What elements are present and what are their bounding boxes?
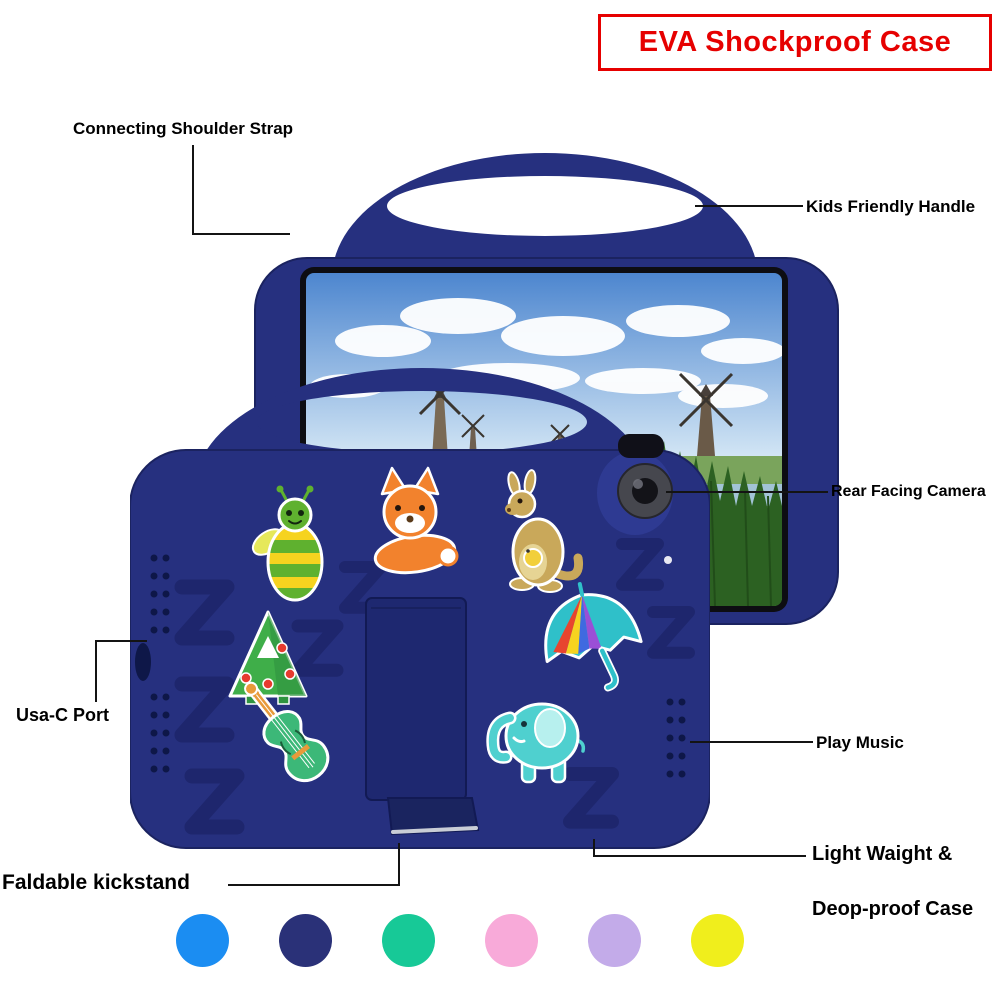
camera-label: Rear Facing Camera: [831, 483, 986, 500]
title-badge: EVA Shockproof Case: [598, 14, 992, 71]
speaker-holes-left-top: [150, 554, 170, 634]
callout-line-strap-vertical: [192, 145, 194, 235]
elephant-charm: [486, 702, 586, 784]
strap-hole-icon: [166, 436, 176, 446]
callout-line-kickstand-horizontal: [228, 884, 400, 886]
violin-charm: [244, 681, 330, 783]
strap-hole-right-icon: [766, 230, 778, 242]
lightweight-label-line2: Deop-proof Case: [812, 898, 974, 920]
color-swatch-navy[interactable]: [279, 914, 332, 967]
usb-c-port-icon: [135, 643, 151, 681]
umbrella-charm: [544, 582, 643, 692]
fox-charm: [373, 466, 459, 575]
color-swatch-blue[interactable]: [176, 914, 229, 967]
callout-line-music: [690, 741, 813, 743]
color-swatch-yellow[interactable]: [691, 914, 744, 967]
color-swatch-purple[interactable]: [588, 914, 641, 967]
kickstand: [365, 597, 480, 836]
callout-line-lightweight-horizontal: [593, 855, 806, 857]
kickstand-label: Faldable kickstand: [2, 871, 190, 894]
case-back-view: [130, 368, 710, 849]
callout-line-kickstand-vertical: [398, 843, 400, 886]
callout-line-usb-horizontal: [95, 640, 147, 642]
strap-hole-left-icon: [291, 230, 303, 242]
callout-line-lightweight-vertical: [593, 839, 595, 857]
callout-line-handle: [695, 205, 803, 207]
page-title: EVA Shockproof Case: [638, 26, 952, 58]
speaker-holes-left-bottom: [150, 693, 170, 773]
lanyard-hole-icon: [664, 556, 672, 564]
clouds: [310, 298, 782, 408]
speaker-holes-right: [666, 698, 686, 778]
lightweight-label-line1: Light Waight &: [812, 843, 953, 865]
color-swatch-pink[interactable]: [485, 914, 538, 967]
usb-port-label: Usa-C Port: [16, 705, 110, 725]
callout-line-strap-horizontal: [192, 233, 290, 235]
play-music-label: Play Music: [816, 733, 904, 752]
handle-label: Kids Friendly Handle: [806, 197, 976, 216]
shoulder-strap-label: Connecting Shoulder Strap: [73, 119, 294, 138]
callout-line-usb-vertical: [95, 640, 97, 702]
windmill-right-icon: [678, 372, 734, 456]
tree-charm: [228, 610, 308, 705]
color-swatch-green[interactable]: [382, 914, 435, 967]
callout-line-camera: [666, 491, 828, 493]
kangaroo-charm: [505, 469, 584, 593]
rear-camera: [597, 434, 673, 535]
